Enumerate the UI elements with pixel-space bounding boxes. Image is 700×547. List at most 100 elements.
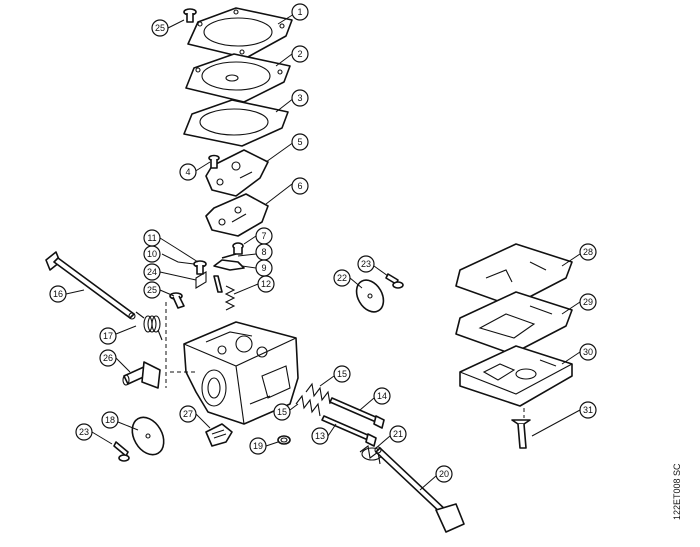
callout: 1 (291, 3, 309, 21)
callout: 4 (179, 163, 197, 181)
part-31-screw (511, 419, 531, 449)
callout: 6 (291, 177, 309, 195)
assembly-line-body (165, 302, 196, 388)
callout: 26 (99, 349, 117, 367)
svg-text:9: 9 (261, 263, 266, 273)
part-25-screw-lower (169, 292, 185, 309)
callout: 5 (291, 133, 309, 151)
part-19-o-ring (277, 435, 291, 445)
svg-text:22: 22 (337, 273, 347, 283)
callout: 29 (579, 293, 597, 311)
callout: 27 (179, 405, 197, 423)
part-23-screw-upper (385, 273, 404, 289)
svg-text:12: 12 (261, 279, 271, 289)
callout: 18 (101, 411, 119, 429)
svg-text:23: 23 (361, 259, 371, 269)
callout: 15 (273, 403, 291, 421)
callout: 3 (291, 89, 309, 107)
svg-text:5: 5 (297, 137, 302, 147)
callout: 14 (373, 387, 391, 405)
part-5-plate (205, 149, 269, 197)
svg-text:18: 18 (105, 415, 115, 425)
svg-text:21: 21 (393, 429, 403, 439)
svg-text:28: 28 (583, 247, 593, 257)
part-10-inlet-needle (213, 275, 223, 293)
part-7-needle-seat (232, 242, 244, 255)
callout: 2 (291, 45, 309, 63)
callout: 25 (143, 281, 161, 299)
part-18-disc (131, 416, 165, 456)
part-26-fitting (122, 361, 161, 389)
svg-text:1: 1 (297, 7, 302, 17)
callout: 24 (143, 263, 161, 281)
svg-text:27: 27 (183, 409, 193, 419)
svg-text:23: 23 (79, 427, 89, 437)
part-16-throttle-shaft (45, 251, 136, 320)
part-15-spring-lower (295, 394, 321, 417)
svg-text:16: 16 (53, 289, 63, 299)
callout: 23 (75, 423, 93, 441)
part-15-spring-upper (305, 382, 331, 405)
part-22-throttle-plate (355, 279, 385, 313)
svg-text:15: 15 (277, 407, 287, 417)
part-8-pin (221, 253, 237, 259)
svg-text:4: 4 (185, 167, 190, 177)
svg-text:13: 13 (315, 431, 325, 441)
svg-text:25: 25 (155, 23, 165, 33)
drawing-code: 122ET008 SC (672, 463, 682, 520)
part-20-choke-shaft (374, 446, 465, 533)
callout: 20 (435, 465, 453, 483)
part-28-gasket (455, 243, 573, 307)
part-6-plate (205, 193, 269, 237)
callout: 10 (143, 245, 161, 263)
svg-text:11: 11 (147, 233, 156, 243)
callout: 11 (143, 229, 161, 247)
part-2-diaphragm (185, 53, 291, 103)
svg-text:15: 15 (337, 369, 347, 379)
svg-text:19: 19 (253, 441, 263, 451)
callout: 17 (99, 327, 117, 345)
callout: 15 (333, 365, 351, 383)
callout: 12 (257, 275, 275, 293)
callout: 19 (249, 437, 267, 455)
callout: 7 (255, 227, 273, 245)
part-30-pump-cover (459, 345, 573, 407)
svg-text:29: 29 (583, 297, 593, 307)
svg-text:31: 31 (583, 405, 593, 415)
svg-text:8: 8 (261, 247, 266, 257)
part-29-diaphragm (455, 291, 573, 355)
callout: 8 (255, 243, 273, 261)
part-14-adjusting-screw (329, 397, 385, 429)
svg-text:17: 17 (103, 331, 113, 341)
part-4-screw (208, 154, 220, 169)
leader-lines (65, 13, 581, 491)
part-9-lever (213, 259, 245, 271)
part-1-cover-plate (187, 7, 293, 59)
callout: 31 (579, 401, 597, 419)
svg-text:20: 20 (439, 469, 449, 479)
svg-text:3: 3 (297, 93, 302, 103)
svg-text:10: 10 (147, 249, 157, 259)
part-25-screw (183, 8, 197, 23)
svg-text:25: 25 (147, 285, 157, 295)
callout: 16 (49, 285, 67, 303)
svg-text:14: 14 (377, 391, 387, 401)
callout: 22 (333, 269, 351, 287)
svg-text:26: 26 (103, 353, 113, 363)
svg-text:24: 24 (147, 267, 157, 277)
part-17-torsion-spring (135, 311, 163, 341)
callout: 13 (311, 427, 329, 445)
part-3-gasket (183, 99, 289, 147)
part-12-spring (224, 285, 236, 311)
callout: 21 (389, 425, 407, 443)
callout: 28 (579, 243, 597, 261)
part-11-screw (193, 260, 207, 275)
part-23-screw-lower (113, 441, 130, 462)
svg-text:30: 30 (583, 347, 593, 357)
carburetor-body (183, 321, 299, 425)
callout: 25 (151, 19, 169, 37)
callout: 9 (255, 259, 273, 277)
callout: 23 (357, 255, 375, 273)
svg-text:7: 7 (261, 231, 266, 241)
